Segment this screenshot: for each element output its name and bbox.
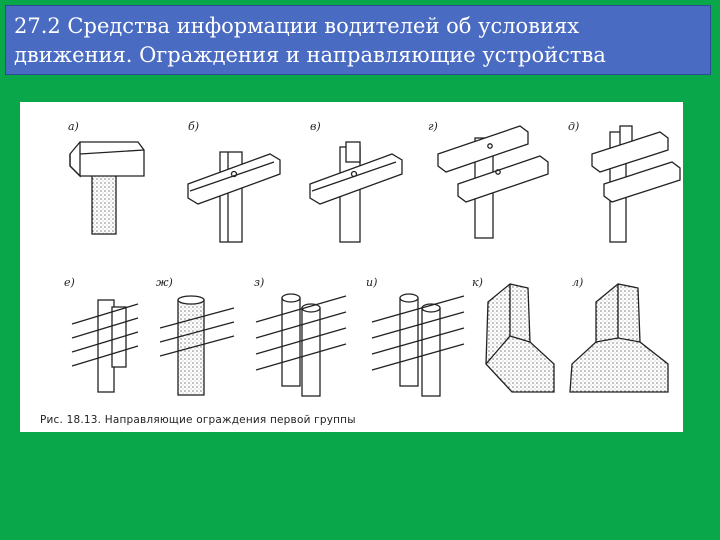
- label-a: а): [68, 120, 79, 133]
- label-v: в): [310, 120, 321, 133]
- label-k: к): [472, 276, 483, 289]
- label-d: д): [568, 120, 579, 133]
- title-line-2: движения. Ограждения и направляющие устр…: [14, 43, 606, 67]
- drawing-d: [591, 125, 681, 243]
- label-i: и): [366, 276, 377, 289]
- guardrail-drawings: а) б) в) г) д) е) ж) з) и) к) л): [64, 120, 681, 397]
- drawing-e: [71, 299, 139, 393]
- drawing-b: [187, 151, 281, 243]
- drawing-zh: [159, 295, 235, 396]
- figure-caption: Рис. 18.13. Направляющие ограждения перв…: [40, 414, 356, 426]
- guardrail-figure: а) б) в) г) д) е) ж) з) и) к) л) Рис. 18…: [20, 102, 683, 432]
- slide-title: 27.2 Средства информации водителей об ус…: [14, 12, 702, 70]
- drawing-a: [69, 141, 145, 235]
- drawing-z: [255, 293, 347, 397]
- drawing-l: [569, 283, 669, 393]
- label-e: е): [64, 276, 75, 289]
- drawing-i: [371, 293, 465, 397]
- drawing-k: [485, 283, 555, 393]
- label-l: л): [572, 276, 583, 289]
- label-g: г): [428, 120, 438, 133]
- drawing-v: [309, 141, 403, 243]
- slide-title-box: 27.2 Средства информации водителей об ус…: [5, 5, 711, 75]
- title-line-1: 27.2 Средства информации водителей об ус…: [14, 14, 580, 38]
- label-b: б): [188, 120, 199, 133]
- drawing-g: [437, 125, 549, 239]
- label-z: з): [254, 276, 264, 289]
- label-zh: ж): [156, 276, 173, 289]
